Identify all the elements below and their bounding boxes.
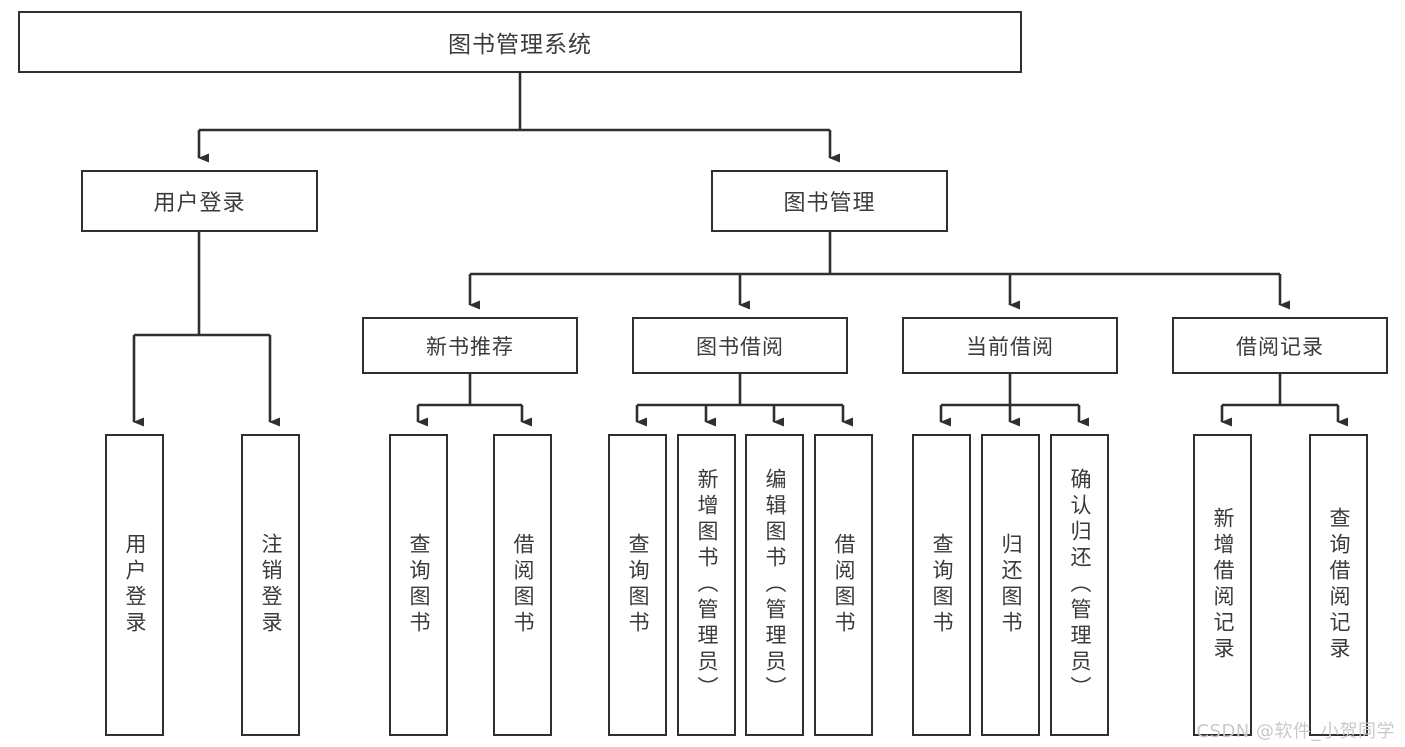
node-leaf-borrow-book-1[interactable]: 借阅图书 [493,434,552,736]
node-leaf-borrow-book-1-label: 借阅图书 [511,533,535,637]
node-leaf-add-book-label: 新增图书（管理员） [695,468,719,702]
node-user-login[interactable]: 用户登录 [81,170,318,232]
node-user-login-label: 用户登录 [153,191,246,216]
node-leaf-add-book[interactable]: 新增图书（管理员） [677,434,736,736]
node-leaf-query-book-3[interactable]: 查询图书 [912,434,971,736]
node-new-book-recommend[interactable]: 新书推荐 [362,317,578,374]
node-root[interactable]: 图书管理系统 [18,11,1022,73]
node-new-book-recommend-label: 新书推荐 [426,334,514,359]
node-book-borrow-label: 图书借阅 [696,334,784,359]
node-leaf-confirm-return-label: 确认归还（管理员） [1068,468,1092,702]
node-book-manage-label: 图书管理 [783,191,876,216]
node-leaf-confirm-return[interactable]: 确认归还（管理员） [1050,434,1109,736]
node-leaf-edit-book-label: 编辑图书（管理员） [763,468,787,702]
node-leaf-query-record-label: 查询借阅记录 [1327,507,1351,663]
node-leaf-edit-book[interactable]: 编辑图书（管理员） [745,434,804,736]
node-leaf-return-book[interactable]: 归还图书 [981,434,1040,736]
node-leaf-add-record[interactable]: 新增借阅记录 [1193,434,1252,736]
node-book-manage[interactable]: 图书管理 [711,170,948,232]
node-leaf-user-logout-label: 注销登录 [259,533,283,637]
node-root-label: 图书管理系统 [448,32,592,58]
node-leaf-query-book-2[interactable]: 查询图书 [608,434,667,736]
node-book-borrow[interactable]: 图书借阅 [632,317,848,374]
node-borrow-record[interactable]: 借阅记录 [1172,317,1388,374]
node-leaf-query-book-3-label: 查询图书 [930,533,954,637]
node-leaf-return-book-label: 归还图书 [999,533,1023,637]
node-leaf-user-login[interactable]: 用户登录 [105,434,164,736]
node-borrow-record-label: 借阅记录 [1236,334,1324,359]
node-leaf-query-book-1-label: 查询图书 [407,533,431,637]
node-leaf-user-logout[interactable]: 注销登录 [241,434,300,736]
node-leaf-borrow-book-2[interactable]: 借阅图书 [814,434,873,736]
node-leaf-user-login-label: 用户登录 [123,533,147,637]
node-current-borrow[interactable]: 当前借阅 [902,317,1118,374]
node-leaf-query-book-1[interactable]: 查询图书 [389,434,448,736]
node-current-borrow-label: 当前借阅 [966,334,1054,359]
node-leaf-borrow-book-2-label: 借阅图书 [832,533,856,637]
node-leaf-query-book-2-label: 查询图书 [626,533,650,637]
node-leaf-add-record-label: 新增借阅记录 [1211,507,1235,663]
node-leaf-query-record[interactable]: 查询借阅记录 [1309,434,1368,736]
